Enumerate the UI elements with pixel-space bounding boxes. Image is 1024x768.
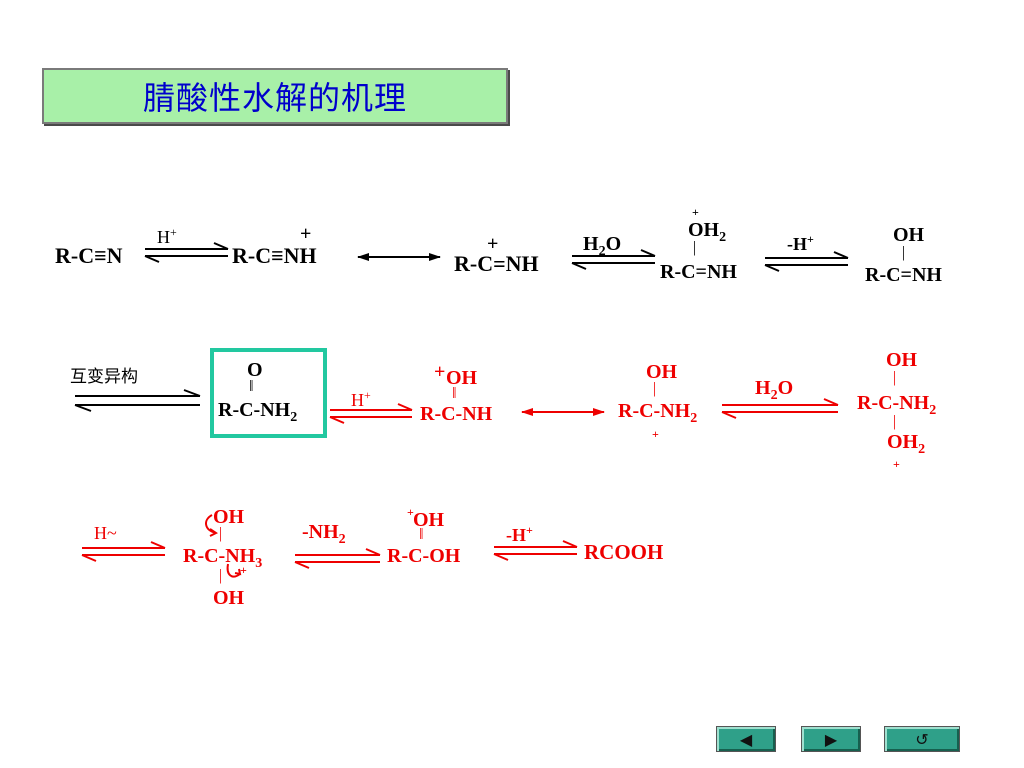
- double-bond: ‖: [249, 378, 254, 395]
- proton-shift-label: H~: [94, 523, 117, 543]
- red-equilibrium-arrow-2: [721, 398, 839, 419]
- equilibrium-arrow-3: [764, 251, 849, 272]
- bond-line: |: [893, 369, 897, 386]
- hydroxyl-group: OH: [886, 349, 918, 371]
- water-label: H2O: [755, 377, 794, 403]
- amide: R-C-NH2: [218, 399, 298, 425]
- next-slide-button[interactable]: ▶: [801, 726, 861, 752]
- plus-charge: +: [434, 361, 446, 383]
- ammonia-loss-label: -NH2: [302, 521, 346, 547]
- tetrahedral-intermediate: R-C-NH2: [857, 392, 937, 418]
- ammonium-intermediate: R-C-NH3: [183, 545, 263, 571]
- hydroxyl-group: OH: [213, 587, 245, 609]
- title-box: 腈酸性水解的机理: [42, 68, 508, 124]
- water-label: H2O: [583, 233, 622, 259]
- prev-slide-button[interactable]: ◀: [716, 726, 776, 752]
- hydroxyl-group: OH: [893, 224, 925, 246]
- proton-label: H+: [351, 388, 371, 410]
- plus-charge: +: [893, 457, 900, 471]
- plus-charge: +: [487, 233, 499, 255]
- plus-charge: +: [692, 205, 699, 219]
- bond-line: |: [219, 567, 223, 584]
- protonated-nitrile: R-C≡NH: [232, 243, 317, 268]
- hydroxyl-group: OH: [646, 361, 678, 383]
- red-equilibrium-arrow-4: [294, 548, 381, 569]
- protonated-amide: R-C-NH: [420, 403, 493, 425]
- plus-charge: +: [240, 563, 247, 577]
- return-icon: ↺: [915, 729, 929, 749]
- double-bond: ‖: [452, 385, 457, 402]
- hydroxyl-group: OH: [413, 509, 445, 531]
- proton-label: H+: [157, 225, 177, 247]
- return-button[interactable]: ↺: [884, 726, 960, 752]
- equilibrium-arrow-2: [571, 249, 656, 270]
- bond-line: |: [902, 244, 906, 261]
- bond-line: |: [893, 413, 897, 430]
- red-equilibrium-arrow-3: [81, 541, 166, 562]
- deprotonation-label: -H+: [506, 523, 533, 545]
- hydroxyl-group: OH: [213, 506, 245, 528]
- equilibrium-arrow-1: [144, 242, 229, 263]
- double-bond: ‖: [419, 526, 424, 543]
- carbonyl-oxygen: O: [247, 359, 263, 381]
- protonated-acid: R-C-OH: [387, 545, 461, 567]
- plus-charge: +: [407, 505, 414, 519]
- page-title: 腈酸性水解的机理: [142, 79, 407, 117]
- oxonium-adduct: R-C=NH: [660, 261, 737, 283]
- bond-line: |: [693, 239, 697, 256]
- nitrile: R-C≡N: [55, 243, 123, 268]
- amide-highlight-box: [210, 348, 327, 438]
- carbocation-amide: R-C-NH2: [618, 400, 698, 426]
- plus-charge: +: [300, 223, 312, 245]
- triangle-left-icon: ◀: [739, 729, 753, 749]
- iminium-cation: R-C=NH: [454, 251, 539, 276]
- curved-arrow-bottom: [226, 563, 241, 578]
- tautomer-arrow: [74, 389, 201, 412]
- plus-charge: +: [652, 427, 659, 441]
- tautomerism-label: 互变异构: [70, 367, 138, 387]
- imidic-acid: R-C=NH: [865, 264, 942, 286]
- bond-line: |: [219, 525, 223, 542]
- red-equilibrium-arrow-5: [493, 540, 578, 561]
- red-equilibrium-arrow-1: [329, 403, 413, 424]
- bond-line: |: [653, 380, 657, 397]
- deprotonation-label: -H+: [787, 232, 814, 254]
- hydroxyl-group: OH: [446, 367, 478, 389]
- triangle-right-icon: ▶: [824, 729, 838, 749]
- oxonium-group: OH2: [688, 219, 727, 245]
- carboxylic-acid-product: RCOOH: [584, 540, 664, 564]
- oxonium-group: OH2: [887, 431, 926, 457]
